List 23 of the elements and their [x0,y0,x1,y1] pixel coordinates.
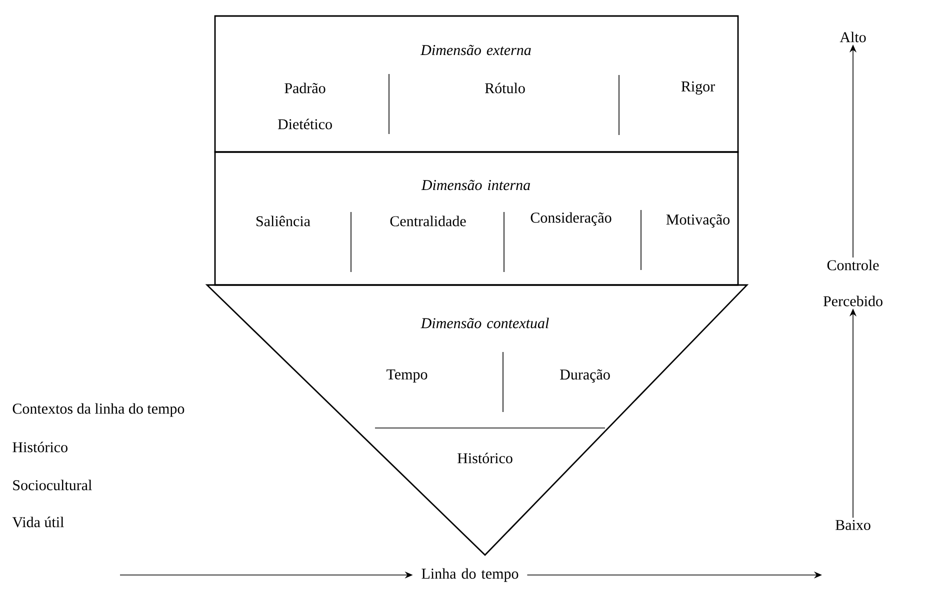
side-label: Contextos da linha do tempo [12,403,184,417]
item-label: Histórico [458,452,512,464]
heading: Dimensão contextual [420,318,549,328]
item-label: Motivação [666,214,730,228]
axis-label: Baixo [836,520,870,530]
item-label: Saliência [256,216,310,226]
axis-label: Controle Percebido [823,260,882,306]
axis-label: Linha do tempo [422,568,518,582]
side-label: Sociocultural [13,480,92,490]
side-label: Histórico [12,442,68,452]
side-label: Vida útil [12,516,64,528]
item-label: Consideração [530,212,612,226]
dimension-box [214,151,739,286]
item-label: Padrão Dietético [278,82,332,130]
axis-label: Alto [840,32,866,42]
item-label: Duração [560,369,610,383]
dimension-box [214,15,739,153]
item-label: Tempo [386,370,428,383]
heading: Dimensão interna [421,180,530,190]
item-label: Rótulo [485,82,525,94]
item-label: Centralidade [390,216,466,226]
heading: Dimensão externa [420,44,531,56]
item-label: Rigor [681,81,715,95]
